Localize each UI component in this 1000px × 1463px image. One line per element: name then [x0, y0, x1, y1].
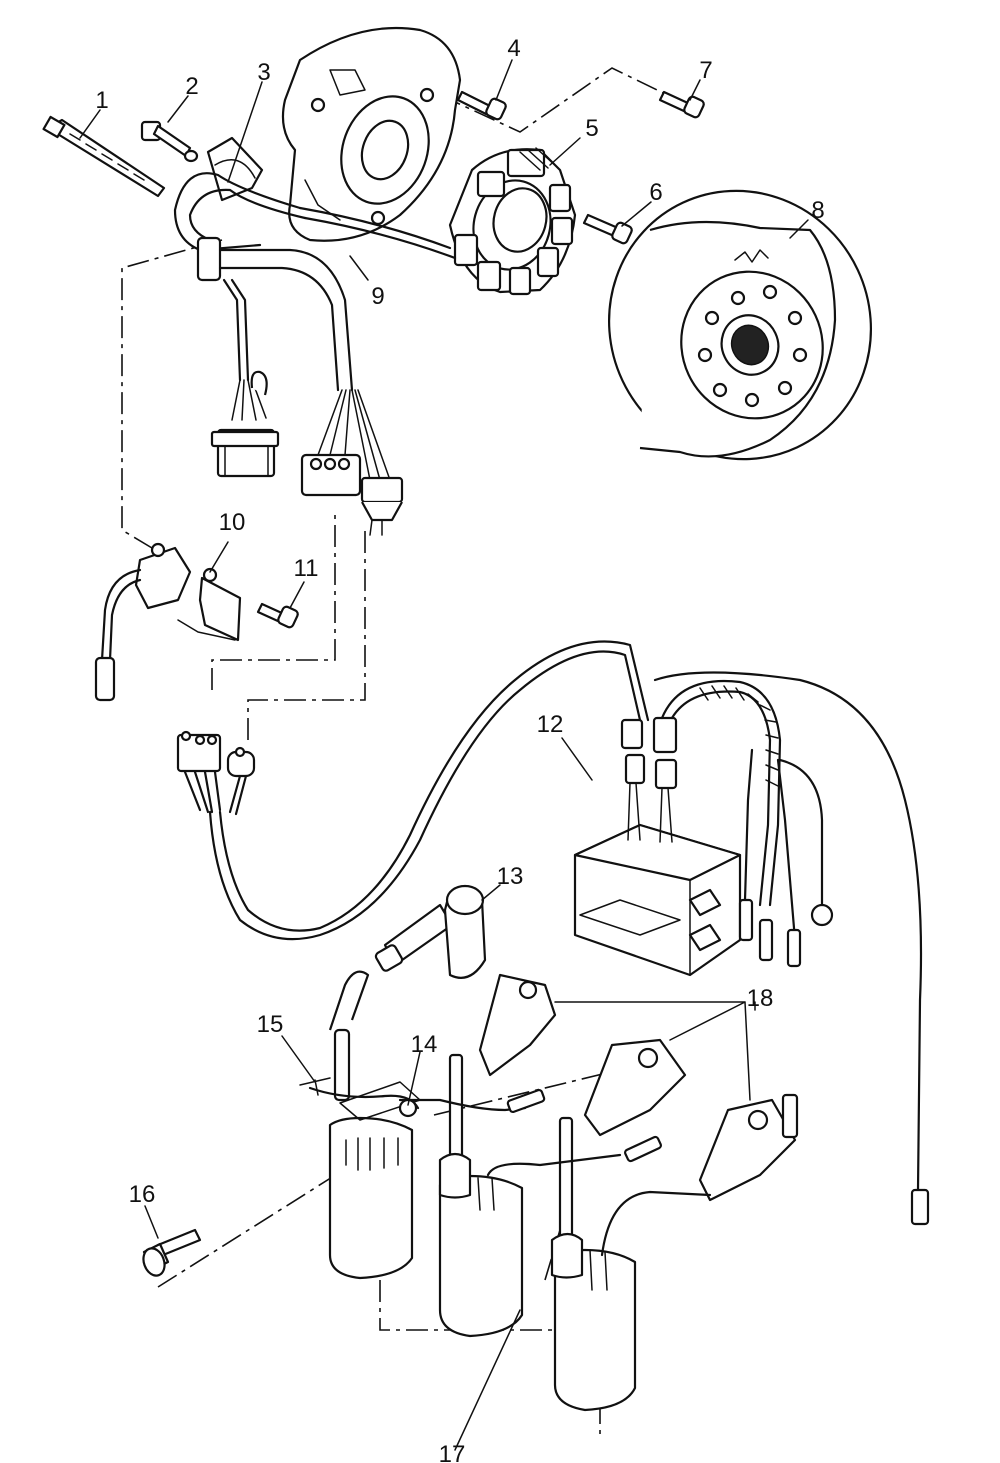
callout-7: 7 — [699, 57, 712, 84]
callout-1: 1 — [95, 87, 108, 114]
ignition-coils — [299, 970, 799, 1412]
cable-tie — [42, 115, 166, 198]
leader-lines — [79, 59, 809, 1451]
spark-plug-cap — [374, 884, 487, 979]
callout-8: 8 — [811, 197, 824, 224]
bolt-16 — [142, 1228, 202, 1277]
cdi-output-harness — [653, 671, 930, 1226]
callout-6: 6 — [649, 179, 662, 206]
coil-clip-strap — [308, 1086, 420, 1118]
harness-connector-a — [210, 370, 280, 478]
callout-17: 17 — [439, 1441, 466, 1463]
lower-connectors — [176, 640, 650, 941]
screw-7 — [658, 90, 705, 119]
callout-12: 12 — [537, 711, 564, 738]
harness-connector-b — [300, 389, 404, 536]
callout-3: 3 — [257, 59, 270, 86]
stator-coil — [448, 147, 577, 296]
callout-14: 14 — [411, 1031, 438, 1058]
flywheel — [607, 189, 873, 461]
callout-9: 9 — [371, 283, 384, 310]
stator-wire-harness — [173, 172, 457, 392]
callout-2: 2 — [185, 73, 198, 100]
screw-with-washer — [140, 120, 199, 163]
callout-4: 4 — [507, 35, 520, 62]
callout-18: 18 — [747, 985, 774, 1012]
wire-clamp — [206, 136, 264, 202]
callout-13: 13 — [497, 863, 524, 890]
callout-11: 11 — [294, 555, 319, 582]
screw-11 — [256, 602, 299, 629]
callout-10: 10 — [219, 509, 246, 536]
callout-labels: 1 2 3 4 5 6 7 8 9 10 11 12 13 14 15 16 1… — [95, 35, 824, 1463]
callout-16: 16 — [129, 1181, 156, 1208]
mounting-brackets — [478, 973, 797, 1202]
screw-6 — [582, 213, 633, 245]
cdi-box — [573, 716, 742, 977]
relay-with-bracket — [94, 542, 242, 702]
callout-15: 15 — [257, 1011, 284, 1038]
callout-5: 5 — [585, 115, 598, 142]
screw-4 — [456, 90, 507, 121]
